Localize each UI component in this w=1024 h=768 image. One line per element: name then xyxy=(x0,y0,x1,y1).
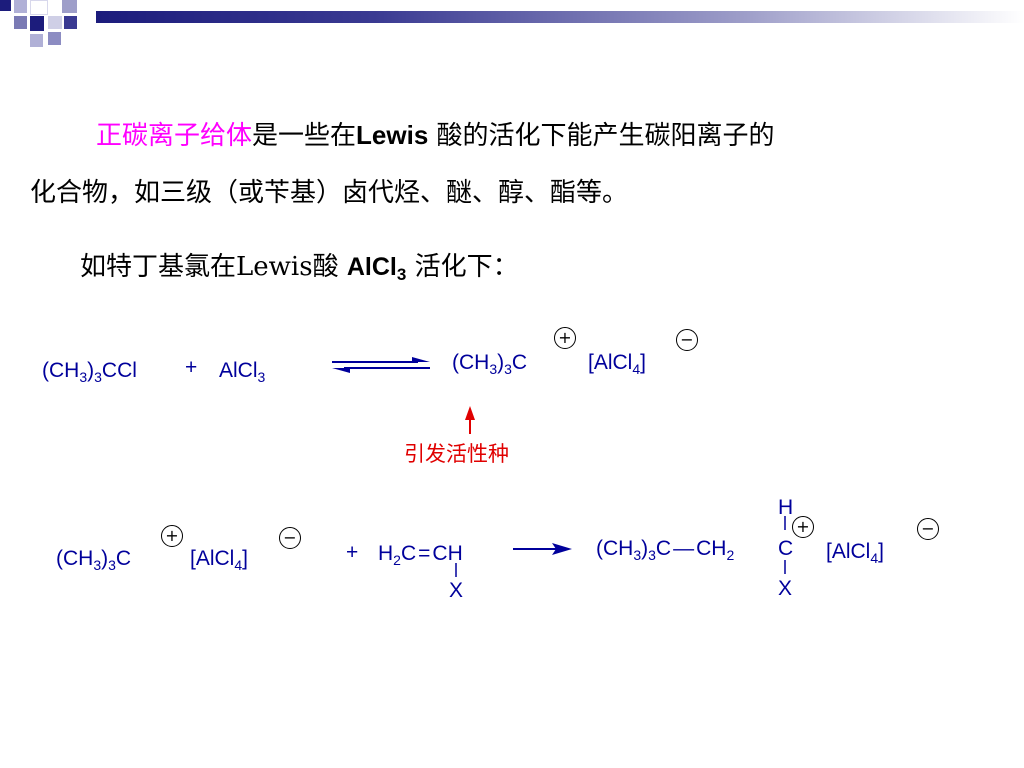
product-counter-anion: [AlCl4] xyxy=(826,540,884,566)
deco-square xyxy=(30,16,44,31)
positive-charge-icon: + xyxy=(161,525,183,547)
paragraph-1-line-2: 化合物，如三级（或苄基）卤代烃、醚、醇、酯等。 xyxy=(30,178,629,208)
header-gradient-bar xyxy=(96,11,1024,23)
reactant-tert-butyl-chloride: (CH3)3CCl xyxy=(42,359,137,385)
text: 是一些在 xyxy=(252,121,357,151)
forward-arrow-icon xyxy=(513,543,572,555)
double-bond: = xyxy=(418,542,431,565)
deco-square xyxy=(48,16,62,29)
up-arrow-icon xyxy=(465,406,475,434)
initiating-species-label: 引发活性种 xyxy=(404,442,509,466)
deco-square xyxy=(14,0,27,13)
deco-square xyxy=(0,0,11,11)
reactant-counter-anion: [AlCl4] xyxy=(190,547,248,573)
product-substituent-x: X xyxy=(778,577,793,600)
paragraph-1-line-1: 正碳离子给体是一些在Lewis 酸的活化下能产生碳阳离子的 xyxy=(96,118,775,153)
paragraph-2: 如特丁基氯在Lewis酸 AlCl3 活化下： xyxy=(80,250,519,287)
product-hydrogen: H xyxy=(778,496,794,519)
negative-charge-icon: − xyxy=(279,527,301,549)
alcl3-formula: AlCl3 xyxy=(346,253,407,284)
positive-charge-icon: + xyxy=(792,516,814,538)
product-carbocation: (CH3)3C xyxy=(452,351,528,377)
deco-square xyxy=(30,34,43,47)
reactant-alcl3: AlCl3 xyxy=(219,359,266,385)
text: 活化下： xyxy=(406,252,519,282)
deco-square xyxy=(14,16,27,29)
negative-charge-icon: − xyxy=(676,329,698,351)
product-cationic-carbon: C xyxy=(778,537,794,560)
reactant-carbocation: (CH3)3C xyxy=(56,547,132,573)
monomer-vinyl: H2C=CH xyxy=(378,542,463,568)
plus-sign: + xyxy=(185,356,198,379)
deco-square xyxy=(48,32,61,45)
equilibrium-arrow-icon xyxy=(332,357,430,373)
text: 如特丁基氯在Lewis酸 xyxy=(80,252,347,282)
negative-charge-icon: − xyxy=(917,518,939,540)
single-bond: — xyxy=(673,537,695,560)
deco-square xyxy=(64,16,77,29)
product-counter-anion: [AlCl4] xyxy=(588,351,646,377)
product-chain-left: (CH3)3C—CH2 xyxy=(596,537,735,563)
positive-charge-icon: + xyxy=(554,327,576,349)
lewis-term: Lewis xyxy=(356,120,429,150)
monomer-substituent-x: X xyxy=(449,579,464,602)
deco-square xyxy=(62,0,77,13)
deco-square xyxy=(30,0,48,15)
carbocation-donor-term: 正碳离子给体 xyxy=(96,121,253,151)
bond-lines xyxy=(455,516,786,577)
plus-sign: + xyxy=(346,541,359,564)
text: 酸的活化下能产生碳阳离子的 xyxy=(428,121,775,151)
